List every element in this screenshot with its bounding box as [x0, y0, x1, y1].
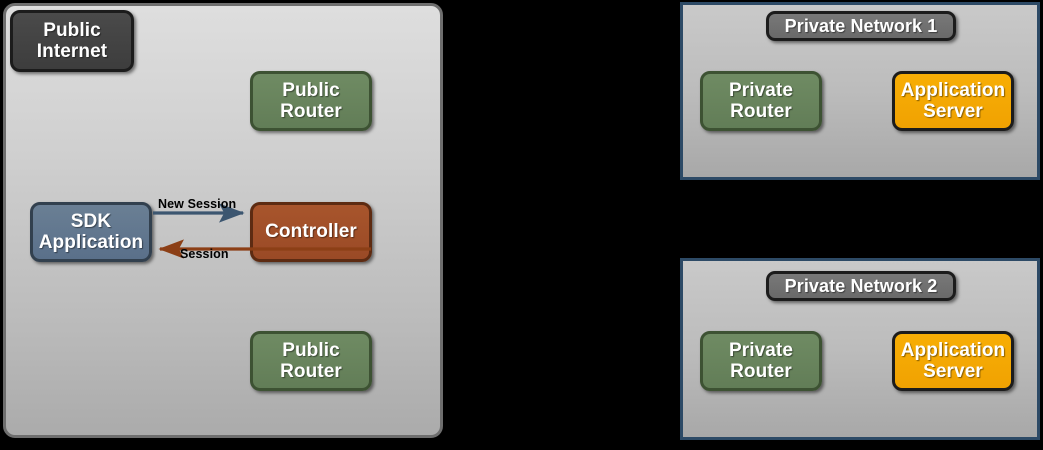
node-public-router-top[interactable]: Public Router — [250, 71, 372, 131]
node-controller[interactable]: Controller — [250, 202, 372, 262]
node-controller-label: Controller — [265, 221, 357, 243]
node-public-router-bottom-label-line1: Public — [282, 339, 340, 361]
node-public-router-top-label: Public Router — [280, 80, 342, 123]
node-private-router-2[interactable]: Private Router — [700, 331, 822, 391]
node-private-router-2-label-line2: Router — [730, 361, 792, 382]
node-private-router-1-label: Private Router — [729, 80, 793, 123]
node-public-internet-label: Public Internet — [37, 20, 107, 63]
node-application-server-2-label-line2: Server — [923, 361, 983, 382]
node-application-server-1[interactable]: Application Server — [892, 71, 1014, 131]
node-public-router-top-label-line2: Router — [280, 101, 342, 122]
node-application-server-1-label: Application Server — [901, 80, 1006, 123]
private-network-1-title: Private Network 1 — [766, 11, 956, 41]
node-public-router-top-label-line1: Public — [282, 79, 340, 101]
node-private-router-1[interactable]: Private Router — [700, 71, 822, 131]
node-public-internet-label-line2: Internet — [36, 41, 108, 62]
node-public-router-bottom[interactable]: Public Router — [250, 331, 372, 391]
node-private-router-2-label-line1: Private — [728, 339, 794, 361]
node-public-router-bottom-label: Public Router — [280, 340, 342, 383]
node-application-server-1-label-line1: Application — [900, 79, 1006, 101]
node-public-internet[interactable]: Public Internet — [10, 10, 134, 72]
node-sdk-application-label-line2: Application — [38, 232, 144, 253]
node-public-router-bottom-label-line2: Router — [280, 361, 342, 382]
edge-label-session: Session — [180, 247, 229, 261]
node-private-router-1-label-line2: Router — [730, 101, 792, 122]
node-private-router-1-label-line1: Private — [728, 79, 794, 101]
node-private-router-2-label: Private Router — [729, 340, 793, 383]
node-sdk-application-label-line1: SDK — [70, 210, 112, 232]
node-public-internet-label-line1: Public — [43, 19, 101, 41]
node-application-server-1-label-line2: Server — [923, 101, 983, 122]
node-sdk-application[interactable]: SDK Application — [30, 202, 152, 262]
node-application-server-2-label: Application Server — [901, 340, 1006, 383]
node-application-server-2[interactable]: Application Server — [892, 331, 1014, 391]
edge-label-new-session: New Session — [158, 197, 237, 211]
node-application-server-2-label-line1: Application — [900, 339, 1006, 361]
private-network-2-title: Private Network 2 — [766, 271, 956, 301]
node-sdk-application-label: SDK Application — [39, 211, 144, 254]
